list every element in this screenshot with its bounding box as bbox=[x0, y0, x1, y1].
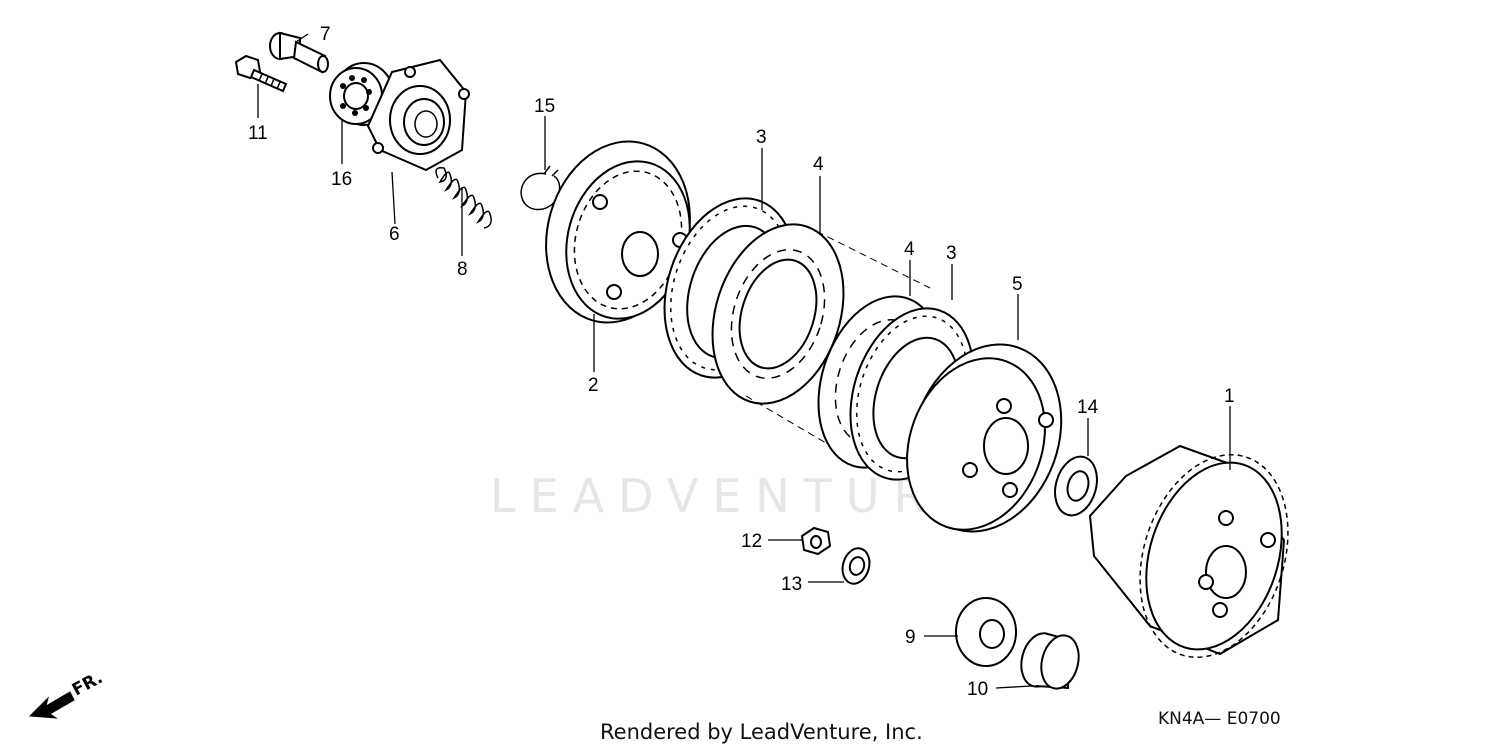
callout-15: 15 bbox=[534, 96, 555, 117]
callout-10: 10 bbox=[967, 679, 988, 700]
callout-11: 11 bbox=[248, 123, 268, 144]
part-2-drive-gear[interactable] bbox=[525, 124, 710, 339]
callout-3-right: 3 bbox=[946, 243, 957, 264]
part-4-clutch-plate-left[interactable] bbox=[691, 207, 866, 420]
callout-labels: 7 11 16 6 8 15 2 3 4 4 3 5 14 1 12 13 9 … bbox=[248, 24, 1235, 700]
part-9-primary-drive-gear[interactable] bbox=[955, 597, 1017, 667]
callout-6: 6 bbox=[389, 224, 400, 245]
footer-credit: Rendered by LeadVenture, Inc. bbox=[600, 720, 923, 744]
callout-4-right: 4 bbox=[904, 239, 915, 260]
part-14-lock-washer[interactable] bbox=[1049, 452, 1104, 521]
callout-1: 1 bbox=[1224, 386, 1235, 407]
part-1-clutch-outer[interactable] bbox=[1088, 435, 1313, 676]
part-10-bushing[interactable] bbox=[1016, 629, 1084, 692]
callout-13: 13 bbox=[781, 574, 802, 595]
callout-9: 9 bbox=[905, 627, 916, 648]
callout-2: 2 bbox=[588, 375, 599, 396]
diagram-code: KN4A— E0700 bbox=[1158, 709, 1281, 729]
part-11-bolt[interactable] bbox=[234, 54, 288, 93]
callout-12: 12 bbox=[741, 531, 762, 552]
part-16-bearing[interactable] bbox=[329, 62, 394, 126]
part-5-pressure-plate[interactable] bbox=[884, 323, 1087, 553]
callout-5: 5 bbox=[1012, 274, 1023, 295]
part-7-pin[interactable] bbox=[269, 31, 329, 74]
part-8-spring[interactable] bbox=[435, 166, 492, 229]
callout-7: 7 bbox=[320, 24, 331, 45]
callout-16: 16 bbox=[331, 169, 352, 190]
direction-label: FR. bbox=[69, 668, 106, 700]
part-12-nut[interactable] bbox=[800, 526, 832, 556]
part-15-circlip[interactable] bbox=[520, 165, 561, 211]
callout-3-left: 3 bbox=[756, 127, 767, 148]
front-direction-arrow: FR. bbox=[28, 668, 106, 719]
callout-4-left: 4 bbox=[813, 154, 824, 175]
part-13-washer[interactable] bbox=[839, 545, 874, 587]
part-6-lifter-plate[interactable] bbox=[366, 58, 470, 172]
leader-lines bbox=[257, 33, 1231, 689]
callout-14: 14 bbox=[1077, 397, 1099, 418]
callout-8: 8 bbox=[457, 259, 468, 280]
